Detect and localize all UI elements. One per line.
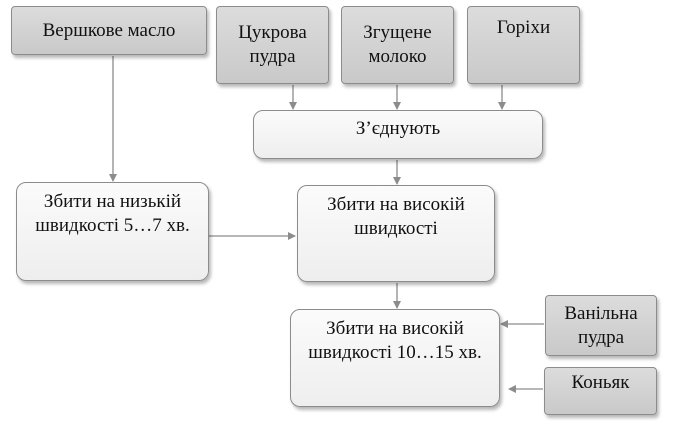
ingredient-nuts: Горіхи [467,6,580,84]
ingredient-butter: Вершкове масло [11,6,207,55]
ingredient-sugar: Цукрова пудра [216,6,329,84]
ingredient-vanilla-powder: Ванільна пудра [545,295,657,356]
step-combine: З’єднують [253,110,543,159]
step-beat-low-speed: Збити на низькій швидкості 5…7 хв. [16,182,209,281]
step-beat-high-speed: Збити на високій швидкості [297,185,495,282]
step-beat-high-speed-timed: Збити на високій швидкості 10…15 хв. [290,309,500,407]
ingredient-cognac: Коньяк [544,367,657,415]
ingredient-condensed-milk: Згущене молоко [341,6,454,84]
